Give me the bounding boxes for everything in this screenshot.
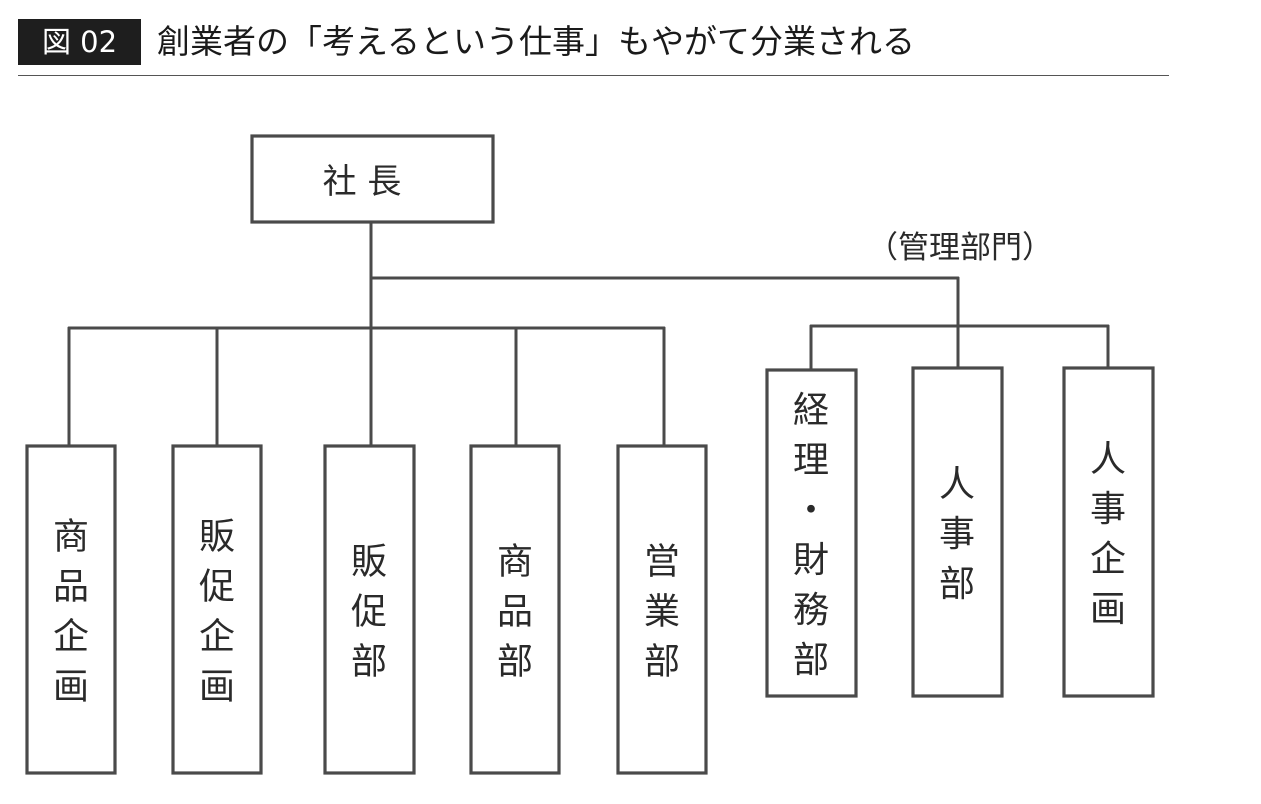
admin-label-2: 人事部 — [939, 464, 975, 605]
dept-box-5 — [616, 444, 708, 775]
dept-box-2 — [171, 444, 263, 775]
admin-label-1: 経理・財務部 — [793, 390, 829, 681]
dept-label-1: 商品企画 — [53, 517, 89, 708]
root-node-label: 社 長 — [323, 162, 402, 202]
figure-number-label: 図 02 — [18, 19, 141, 65]
dept-box-3 — [323, 444, 416, 775]
dept-label-3: 販促部 — [351, 542, 387, 683]
figure-title: 創業者の「考えるという仕事」もやがて分業される — [157, 22, 916, 61]
root-node-box — [250, 134, 495, 224]
admin-box-1 — [765, 368, 858, 698]
admin-box-3 — [1062, 366, 1155, 698]
dept-label-5: 営業部 — [644, 542, 680, 683]
connector-lines — [67, 220, 1110, 448]
dept-box-1 — [25, 444, 117, 775]
dept-label-2: 販促企画 — [199, 517, 235, 708]
header-divider — [18, 75, 1169, 76]
department-labels: 商品企画 販促企画 販促部 商品部 営業部 経理・財務部 人事部 人事企画 — [53, 390, 1126, 708]
dept-box-4 — [469, 444, 561, 775]
admin-box-2 — [911, 366, 1004, 698]
node-boxes — [25, 134, 1155, 775]
dept-label-4: 商品部 — [497, 542, 533, 683]
admin-label-3: 人事企画 — [1090, 439, 1126, 630]
group-label-admin: （管理部門） — [867, 230, 1053, 266]
